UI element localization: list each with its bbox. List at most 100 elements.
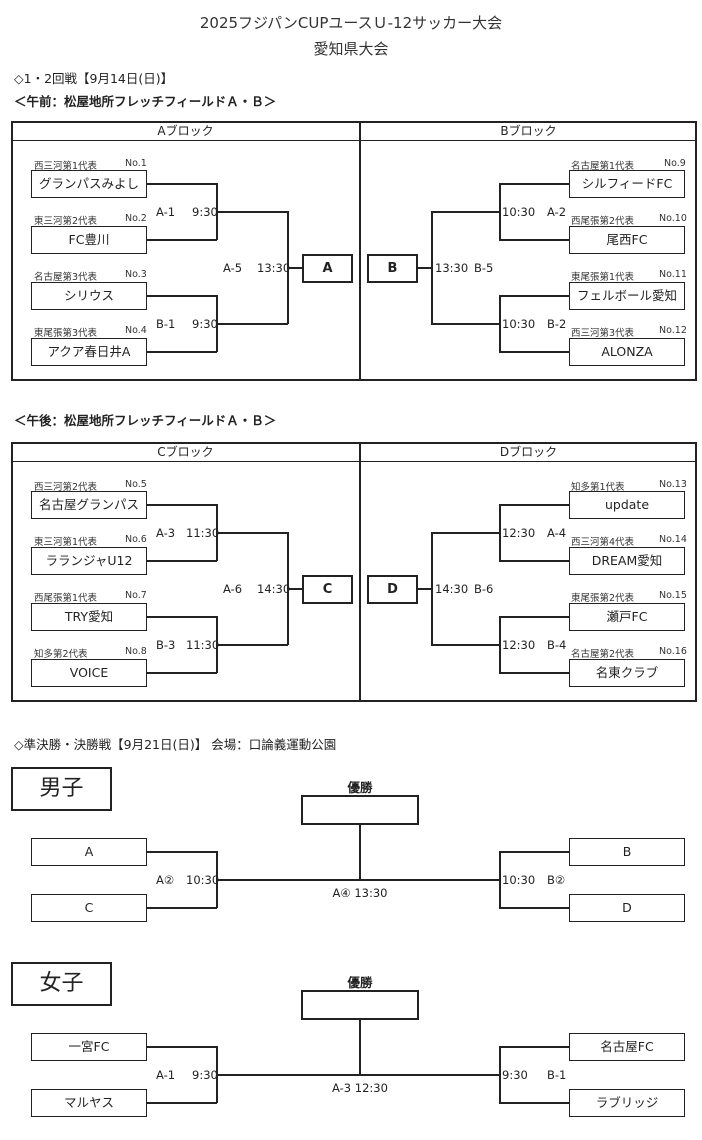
match-time: 12:30 [502,526,536,540]
team-no: No.11 [659,269,687,280]
team-rep: 西三河第4代表 [571,537,635,548]
boys-winner-label: 優勝 [347,780,373,795]
block-d-winner-box: D [367,575,418,604]
match-code: A-2 [547,205,567,219]
match-code: B-3 [156,638,176,652]
block-divider [359,121,361,381]
team-box: グランパスみよし [31,170,147,198]
morning-venue: ＜午前：松屋地所フレッチフィールドＡ・Ｂ＞ [14,94,277,109]
match-code: B-1 [547,1068,567,1082]
block-d-header: Dブロック [360,442,697,462]
block-a-winner-box: A [302,254,353,283]
team-no: No.1 [125,158,147,169]
page-subtitle: 愛知県大会 [313,40,389,58]
team-box: 名東クラブ [569,659,685,687]
team-box: update [569,491,685,519]
team-no: No.9 [664,158,686,169]
team-no: No.6 [125,534,147,545]
girls-label: 女子 [11,962,112,1006]
girls-winner-box [301,990,419,1020]
team-box: ラブリッジ [569,1089,685,1117]
team-rep: 知多第2代表 [34,649,88,660]
afternoon-venue: ＜午後：松屋地所フレッチフィールドＡ・Ｂ＞ [14,413,277,428]
team-box: 一宮FC [31,1033,147,1061]
match-time: 13:30 [257,261,291,275]
team-box: 名古屋グランパス [31,491,147,519]
team-box: ALONZA [569,338,685,366]
team-box: A [31,838,147,866]
block-a-header: Aブロック [11,121,360,141]
match-time: 14:30 [257,582,291,596]
match-time: 11:30 [186,526,220,540]
block-divider [359,442,361,702]
team-rep: 西尾張第2代表 [571,216,635,227]
team-box: FC豊川 [31,226,147,254]
team-rep: 東尾張第1代表 [571,272,635,283]
match-code: A② [156,873,175,887]
team-no: No.15 [659,590,687,601]
team-no: No.7 [125,590,147,601]
girls-final-match: A-3 12:30 [332,1081,388,1095]
match-time: 14:30 [435,582,469,596]
team-rep: 名古屋第2代表 [571,649,635,660]
match-code: A-5 [223,261,243,275]
team-rep: 東尾張第2代表 [571,593,635,604]
match-code: B② [547,873,566,887]
match-code: B-4 [547,638,567,652]
team-no: No.5 [125,479,147,490]
team-box: TRY愛知 [31,603,147,631]
team-box: マルヤス [31,1089,147,1117]
team-box: 瀬戸FC [569,603,685,631]
team-rep: 東三河第2代表 [34,216,98,227]
match-time: 10:30 [502,873,536,887]
boys-winner-box [301,795,419,825]
match-time: 9:30 [502,1068,528,1082]
match-time: 11:30 [186,638,220,652]
team-no: No.13 [659,479,687,490]
boys-final-match: A④ 13:30 [332,886,388,900]
team-rep: 西尾張第1代表 [34,593,98,604]
team-box: DREAM愛知 [569,547,685,575]
match-time: 9:30 [192,205,218,219]
match-code: B-6 [474,582,494,596]
match-time: 9:30 [192,317,218,331]
team-box: シルフィードFC [569,170,685,198]
team-rep: 西三河第3代表 [571,328,635,339]
team-rep: 名古屋第3代表 [34,272,98,283]
match-code: A-1 [156,1068,176,1082]
finals-heading: ◇準決勝・決勝戦【9月21日(日)】 会場：口論義運動公園 [14,737,337,752]
team-box: フェルボール愛知 [569,282,685,310]
match-code: A-3 [156,526,176,540]
team-no: No.8 [125,646,147,657]
morning-bracket-frame [11,121,697,381]
match-time: 10:30 [502,205,536,219]
girls-winner-label: 優勝 [347,975,373,990]
team-rep: 東三河第1代表 [34,537,98,548]
team-box: 名古屋FC [569,1033,685,1061]
match-code: B-5 [474,261,494,275]
team-box: B [569,838,685,866]
team-no: No.14 [659,534,687,545]
team-box: C [31,894,147,922]
block-c-winner-box: C [302,575,353,604]
team-box: アクア春日井A [31,338,147,366]
match-code: B-1 [156,317,176,331]
match-code: A-4 [547,526,567,540]
block-b-winner-box: B [367,254,418,283]
block-c-header: Cブロック [11,442,360,462]
team-no: No.12 [659,325,687,336]
match-time: 13:30 [435,261,469,275]
team-box: シリウス [31,282,147,310]
match-time: 10:30 [186,873,220,887]
match-time: 9:30 [192,1068,218,1082]
block-b-header: Bブロック [360,121,697,141]
team-rep: 東尾張第3代表 [34,328,98,339]
match-code: A-1 [156,205,176,219]
match-time: 12:30 [502,638,536,652]
round1-heading: ◇1・2回戦【9月14日(日)】 [14,71,174,86]
team-box: D [569,894,685,922]
team-no: No.16 [659,646,687,657]
match-time: 10:30 [502,317,536,331]
team-no: No.3 [125,269,147,280]
team-no: No.4 [125,325,147,336]
